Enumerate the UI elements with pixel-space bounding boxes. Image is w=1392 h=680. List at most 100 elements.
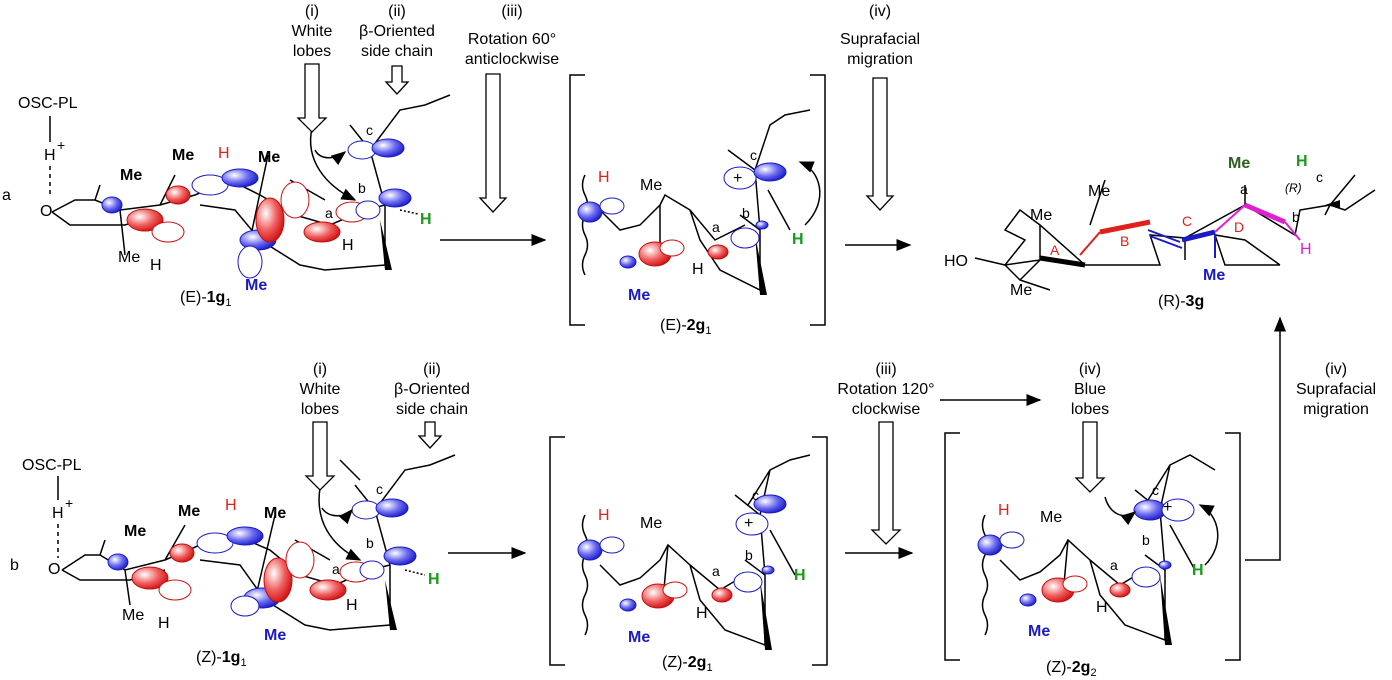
z2g1-plus: + [744,515,753,532]
label-e2g1: (E)-2g1 [660,317,711,337]
label-z2g2: (Z)-2g2 [1046,659,1097,679]
e2g1-orbitals [577,162,787,269]
oxygen-label-b: O [48,561,60,578]
row-label-b: b [10,557,19,574]
product-me-2: Me [1010,282,1032,299]
hash-bond-h [399,209,419,215]
top-step-iv-num: (iv) [869,3,891,20]
e2g1-bond-c: c [750,147,757,163]
z2g2-h-red: H [998,502,1010,519]
h-plus-charge: + [57,137,65,153]
z1g1-curved-arrow-1 [318,487,362,561]
product-bond-black-bold [1039,255,1086,268]
z2g1-h-green: H [794,567,806,584]
e2g1-bond-a: a [712,219,720,235]
e2g1-h-red: H [598,169,610,186]
label-z1g1: (Z)-1g1 [196,649,247,669]
z2g2-bond-a: a [1110,557,1118,573]
top-step-i-l1: White [292,23,333,40]
top-step-iv-l1: Suprafacial [840,31,920,48]
z2g2-me: Me [1040,509,1062,526]
e1g1-bond-b: b [358,180,366,196]
z1g1-orbitals [107,498,417,617]
top-step-i-arrow [296,63,328,133]
z1g1-h-green: H [428,571,440,588]
e1g1-me-1: Me [120,167,142,184]
z2g2-bond-c: c [1152,482,1159,498]
z2g2-curved-arrow-1 [1104,496,1137,526]
z1g1-h-1: H [158,615,170,632]
product-bond-mag-thin [1214,204,1246,233]
e1g1-me-blue: Me [245,277,267,294]
e1g1-me-4: Me [258,149,280,166]
e2g1-h-green: H [792,231,804,248]
label-r3g: (R)-3g [1158,293,1204,310]
oxygen-label: O [40,203,52,220]
z1g1-h-red: H [225,497,237,514]
z2g1-bond-b: b [745,547,753,563]
z2g1-bond-a: a [712,563,720,579]
z1g1-curved-arrow-2 [321,507,353,525]
row-a: a OSC-PL H + O [2,3,1376,337]
product-ring-b: B [1120,233,1129,249]
z1g1-me-3: Me [178,503,200,520]
bot-step-ii-num: (ii) [423,361,441,378]
hash-bond-h-b [404,569,426,576]
product-bond-a: a [1240,181,1248,197]
product-ho: HO [944,253,968,270]
top-step-iii-num: (iii) [501,3,522,20]
bot-step-iv-l2: lobes [1071,401,1109,418]
z2g2-me-blue: Me [1028,623,1050,640]
product-double-blue-1 [1147,229,1181,243]
e1g1-h-2: H [342,237,354,254]
top-step-iii-arrow [478,73,508,213]
z1g1-bond-b: b [366,535,374,551]
e2g1-bracket-left [569,74,585,326]
z2g1-bond-c: c [752,487,759,503]
e1g1-h-1: H [150,257,162,274]
z2g1-bracket-right [812,436,828,666]
product-me-3: Me [1088,183,1110,200]
top-step-ii-l2: side chain [361,43,433,60]
bot-step-ii-arrow [417,421,443,449]
label-e1g1: (E)-1g1 [180,289,231,309]
z1g1-me-1: Me [124,523,146,540]
product-bond-blue-bold [1181,229,1216,243]
bot-step-i-num: (i) [313,361,327,378]
z2g2-h: H [1096,599,1108,616]
e2g1-bracket-right [810,74,826,326]
top-step-ii-l1: β-Oriented [359,23,435,40]
e1g1-me-3: Me [172,147,194,164]
bot-step-iv-num: (iv) [1079,361,1101,378]
row-b: b OSC-PL H + O Me Me [10,316,1376,679]
product-double-blue-2 [1149,235,1183,249]
e2g1-curved-arrow [798,161,821,226]
e1g1-bond-c: c [366,122,373,138]
e2g1-bond-b: b [742,205,750,221]
e2g1-h: H [692,261,704,278]
e2g1-me-blue: Me [628,287,650,304]
z2g2-h-green: H [1192,562,1204,579]
z2g2-plus: + [1163,499,1172,516]
top-step-ii-arrow [384,65,410,95]
osc-pl-label-b: OSC-PL [22,457,82,474]
z1g1-me-4: Me [264,505,286,522]
wedge-z1g1 [385,580,397,630]
product-bond-mag-h [1284,221,1301,241]
bot-step-iv-l1: Blue [1074,381,1106,398]
wedge-z2g1 [760,580,772,650]
h-plus-label: H [44,147,56,164]
bot-step-ii-l1: β-Oriented [394,381,470,398]
bot-step-iii-l2: clockwise [852,401,921,418]
z2g2-orbitals [977,498,1195,607]
z2g2-curved-arrow-2 [1198,504,1219,566]
e1g1-bond-a: a [325,205,333,221]
h-plus-label-b: H [52,505,64,522]
osc-pl-label: OSC-PL [18,95,78,112]
z2g1-h-red: H [598,507,610,524]
e1g1-curved-arrow-1 [309,127,357,201]
e2g1-plus: + [733,170,742,187]
label-z2g1: (Z)-2g1 [662,654,713,674]
wedge-e1g1 [380,220,392,270]
bot-step-iii-l1: Rotation 120° [837,381,934,398]
